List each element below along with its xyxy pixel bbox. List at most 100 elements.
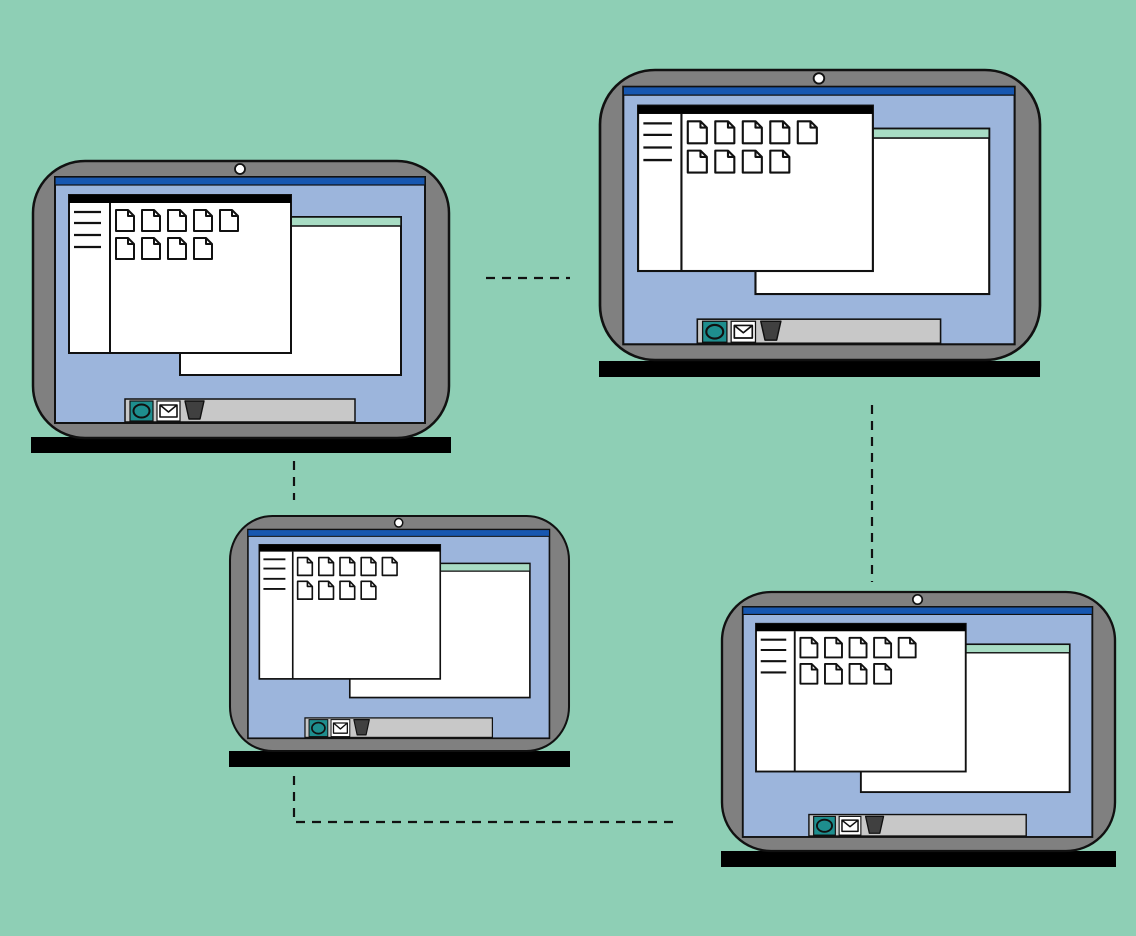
browser-icon-globe: [132, 403, 151, 419]
file-icon: [873, 636, 893, 659]
file-icon: [799, 663, 819, 685]
sidebar-menu-lines: [74, 210, 101, 249]
taskbar-background: [124, 398, 356, 423]
file-icon: [167, 209, 187, 232]
front-window: [68, 194, 292, 354]
laptop-body: [228, 514, 571, 753]
taskbar-background: [808, 813, 1027, 837]
file-icon: [741, 149, 763, 174]
file-icon: [296, 556, 314, 577]
laptop-bottom-right: [720, 590, 1117, 867]
mail-icon: [838, 815, 862, 836]
mail-icon: [730, 320, 757, 343]
file-icon: [897, 636, 917, 659]
file-icon: [296, 580, 314, 600]
file-icon: [714, 120, 736, 145]
browser-icon: [129, 400, 154, 422]
laptop-body: [31, 159, 451, 440]
file-icon: [360, 580, 377, 600]
taskbar-background: [304, 717, 494, 739]
taskbar: [304, 717, 494, 739]
file-icon: [141, 209, 161, 232]
file-icon: [339, 580, 356, 600]
file-icon: [824, 636, 843, 659]
file-icon: [167, 237, 187, 260]
mail-icon-envelope: [841, 819, 859, 833]
laptop-body: [720, 590, 1117, 853]
browser-icon: [701, 320, 728, 343]
screen-top-bar: [54, 176, 426, 186]
camera-icon: [911, 593, 924, 605]
mail-icon-envelope: [159, 404, 178, 418]
taskbar: [696, 318, 942, 345]
browser-icon-globe: [705, 323, 725, 340]
browser-icon-globe: [311, 721, 326, 735]
file-icon: [686, 149, 708, 174]
browser-icon: [813, 815, 836, 836]
file-icons-grid: [686, 120, 818, 174]
trash-icon: [864, 815, 885, 834]
file-icon: [318, 556, 335, 577]
trash-icon: [760, 320, 782, 341]
trash-icon: [353, 719, 370, 736]
file-icons-grid: [115, 209, 239, 260]
file-icon: [193, 237, 213, 260]
laptop-base: [31, 437, 451, 453]
file-icon: [193, 209, 213, 232]
file-icon: [686, 120, 708, 145]
browser-icon-globe: [815, 818, 834, 833]
connection-lines: [292, 276, 874, 824]
laptops: [31, 68, 1117, 867]
screen-top-bar: [622, 86, 1016, 96]
file-icon: [115, 237, 135, 260]
camera-icon: [393, 517, 404, 528]
file-icon: [360, 556, 377, 577]
file-icon: [799, 636, 819, 659]
laptop-body: [598, 68, 1042, 362]
file-icon: [824, 663, 843, 685]
laptop-base: [721, 851, 1116, 867]
sidebar-menu-lines: [643, 122, 672, 162]
sidebar-menu-lines: [263, 558, 286, 590]
file-icon: [141, 237, 161, 260]
file-icons-grid: [296, 556, 398, 600]
file-icon: [318, 580, 335, 600]
file-icon: [873, 663, 893, 685]
file-icon: [714, 149, 736, 174]
laptop-bottom-left: [228, 514, 571, 767]
front-window-title-bar: [259, 544, 441, 552]
file-icon: [796, 120, 818, 145]
file-icon: [219, 209, 239, 232]
mail-icon-envelope: [332, 722, 348, 734]
camera-icon: [812, 72, 826, 85]
laptop-base: [599, 361, 1040, 377]
file-icon: [115, 209, 135, 232]
front-window-title-bar: [638, 105, 873, 114]
file-icon: [741, 120, 763, 145]
laptop-top-left: [31, 159, 451, 453]
file-icon: [339, 556, 356, 577]
file-icon: [381, 556, 398, 577]
taskbar: [124, 398, 356, 423]
front-window-title-bar: [756, 623, 966, 632]
mail-icon: [156, 400, 181, 422]
file-icon: [769, 149, 791, 174]
screen-top-bar: [247, 529, 550, 537]
file-icon: [769, 120, 791, 145]
camera-icon: [234, 163, 246, 175]
file-icon: [848, 636, 868, 659]
laptop-top-right: [598, 68, 1042, 377]
screen-top-bar: [742, 606, 1093, 616]
laptop-base: [229, 751, 570, 767]
file-icons-grid: [799, 636, 917, 685]
mail-icon-envelope: [733, 324, 754, 339]
front-window-title-bar: [69, 195, 291, 203]
sidebar-menu-lines: [760, 638, 787, 674]
mail-icon: [330, 719, 351, 738]
file-icon: [848, 663, 868, 685]
taskbar: [808, 813, 1027, 837]
browser-icon: [308, 719, 329, 738]
trash-icon: [184, 400, 205, 420]
